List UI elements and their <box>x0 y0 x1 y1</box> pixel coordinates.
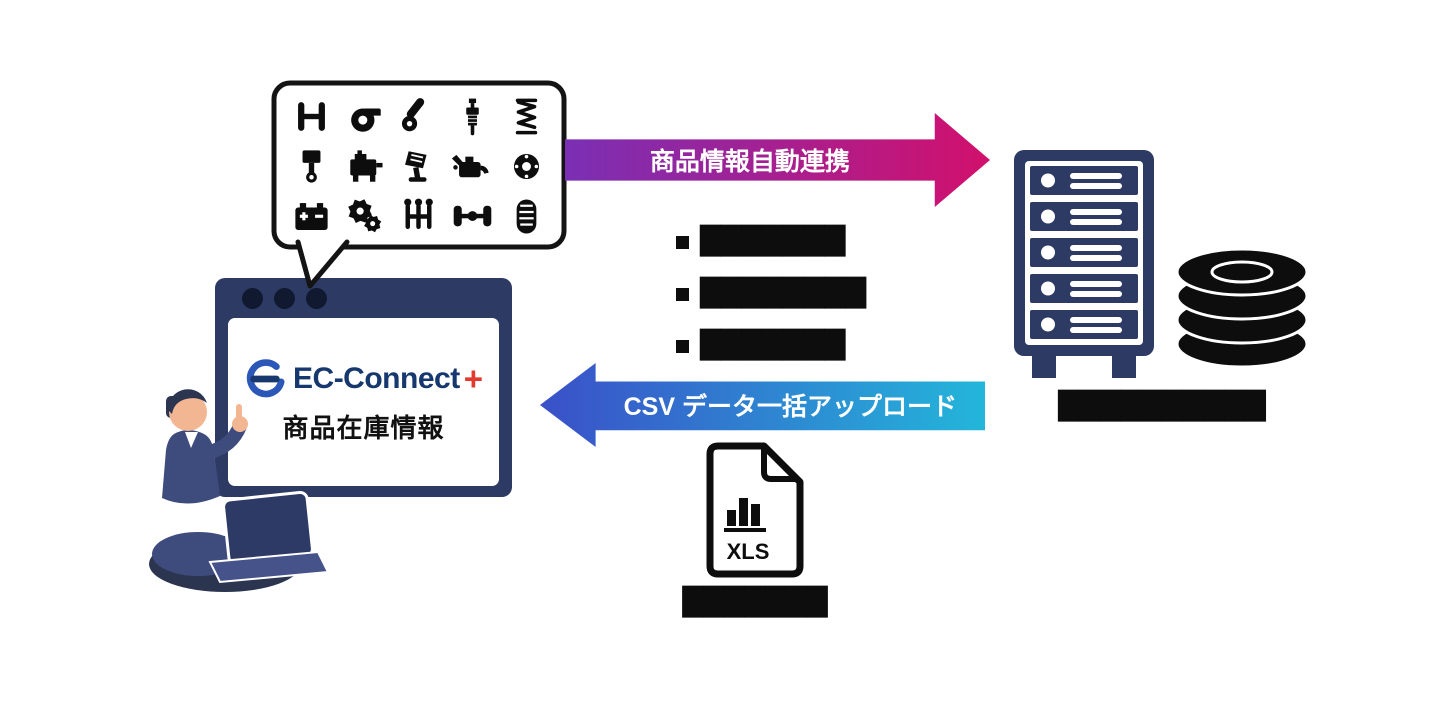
turbocharger-icon <box>344 95 387 138</box>
sync-items-list: ███████ ████████ ███████ <box>676 226 866 382</box>
auto-sync-arrow-label: 商品情報自動連携 <box>649 148 850 176</box>
window-body: EC-Connect + 商品在庫情報 <box>228 318 499 486</box>
browser-window: EC-Connect + 商品在庫情報 <box>215 278 512 497</box>
window-control-dot <box>242 287 263 309</box>
redacted-text-bar: ███████ <box>700 226 846 258</box>
axle-icon <box>451 195 494 238</box>
ec-connect-logo: EC-Connect + <box>244 359 483 399</box>
ec-connect-logo-icon <box>246 359 285 398</box>
exhaust-pipe-icon <box>397 95 440 138</box>
redacted-text-bar: ███████ <box>700 330 846 362</box>
spark-plug-icon <box>451 95 494 138</box>
logo-text: EC-Connect <box>293 362 460 395</box>
window-control-dot <box>274 287 295 309</box>
redacted-text-bar: ████████ <box>700 278 867 310</box>
parts-speech-bubble <box>271 80 567 292</box>
gears-icon <box>344 195 387 238</box>
piston-icon <box>290 145 333 188</box>
xls-caption: ███████ <box>682 587 828 618</box>
auto-sync-arrow: 商品情報自動連携 <box>565 113 990 207</box>
tire-icon <box>505 195 548 238</box>
database-discs-icon <box>1175 247 1309 369</box>
list-item: ███████ <box>676 226 866 258</box>
logo-plus: + <box>463 360 483 397</box>
parts-icon-grid <box>285 91 553 241</box>
bullet-square-icon <box>676 287 689 301</box>
oil-can-icon <box>451 145 494 188</box>
engine-icon <box>344 145 387 188</box>
window-control-dot <box>306 287 327 309</box>
person-illustration <box>149 389 330 592</box>
bullet-square-icon <box>676 235 689 249</box>
bullet-square-icon <box>676 339 689 353</box>
list-item: ████████ <box>676 278 866 310</box>
xls-file-icon: XLS <box>706 442 804 578</box>
window-header <box>215 278 512 318</box>
battery-icon <box>290 195 333 238</box>
front-axle-icon <box>290 95 333 138</box>
xls-label: XLS <box>727 539 770 564</box>
server-rack-icon <box>1014 150 1154 378</box>
csv-upload-arrow-label: CSV データ一括アップロード <box>623 393 957 421</box>
brake-disc-icon <box>505 145 548 188</box>
gear-shifter-icon <box>397 195 440 238</box>
list-item: ███████ <box>676 330 866 362</box>
pedal-icon <box>397 145 440 188</box>
server-caption: ██████████ <box>1058 391 1266 422</box>
coil-spring-icon <box>505 95 548 138</box>
window-title: 商品在庫情報 <box>282 413 445 443</box>
